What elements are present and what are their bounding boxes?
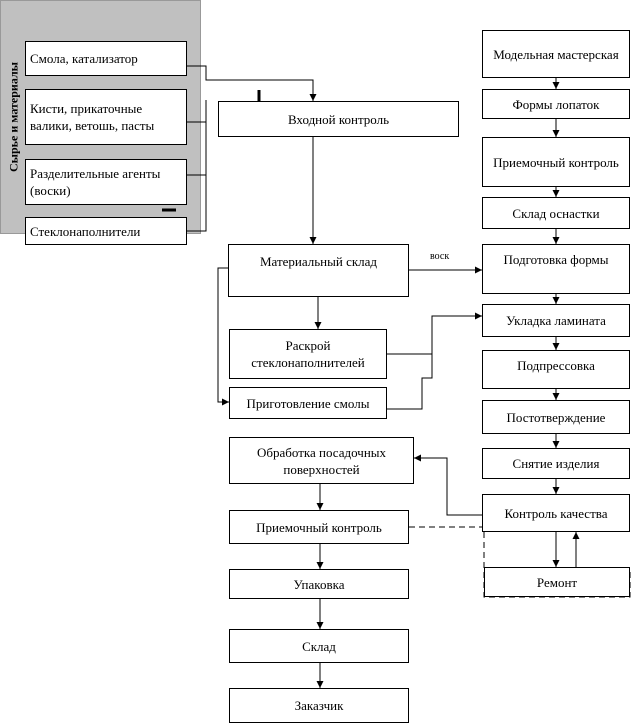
box-quality-control: Контроль качества [482, 494, 630, 532]
box-model-shop: Модельная мастерская [482, 30, 630, 78]
edge-to-laminate [387, 312, 482, 355]
box-blade-forms: Формы лопаток [482, 89, 630, 119]
box-customer: Заказчик [229, 688, 409, 723]
edge-quality-surface [414, 454, 482, 516]
box-glass-cutting: Раскрой стеклонаполнителей [229, 329, 387, 379]
box-brushes-rollers: Кисти, прикаточные валики, ветошь, пасты [25, 89, 187, 145]
box-release-agents: Разделительные агенты (воски) [25, 159, 187, 205]
edge-acceptance-repair-dashed [409, 526, 631, 598]
edge-label-wax: воск [430, 251, 450, 262]
box-part-removal: Снятие изделия [482, 448, 630, 479]
box-material-warehouse: Материальный склад [228, 244, 409, 297]
edge-resin-incoming [187, 65, 317, 101]
box-glass-fillers: Стеклонаполнители [25, 217, 187, 245]
edge-glass-incoming [187, 175, 207, 232]
edge-brushes-incoming [187, 100, 207, 123]
box-laminate-layup: Укладка ламината [482, 304, 630, 337]
box-resin-preparation: Приготовление смолы [229, 387, 387, 419]
edge-resin-to-laminate [387, 354, 433, 410]
box-resin-catalyst: Смола, катализатор [25, 41, 187, 76]
box-incoming-control: Входной контроль [218, 101, 459, 137]
edge-warehouse-resin [217, 267, 229, 406]
box-packing: Упаковка [229, 569, 409, 599]
box-postcuring: Постотверждение [482, 400, 630, 434]
box-acceptance-control: Приемочный контроль [229, 510, 409, 544]
edge-release-incoming [187, 122, 207, 176]
box-surface-treatment: Обработка посадочных поверхностей [229, 437, 414, 484]
box-repair: Ремонт [484, 567, 630, 597]
box-prepressing: Подпрессовка [482, 350, 630, 389]
box-tooling-store: Склад оснастки [482, 197, 630, 229]
box-form-preparation: Подготовка формы [482, 244, 630, 294]
box-form-acceptance-control: Приемочный контроль [482, 137, 630, 187]
box-store: Склад [229, 629, 409, 663]
